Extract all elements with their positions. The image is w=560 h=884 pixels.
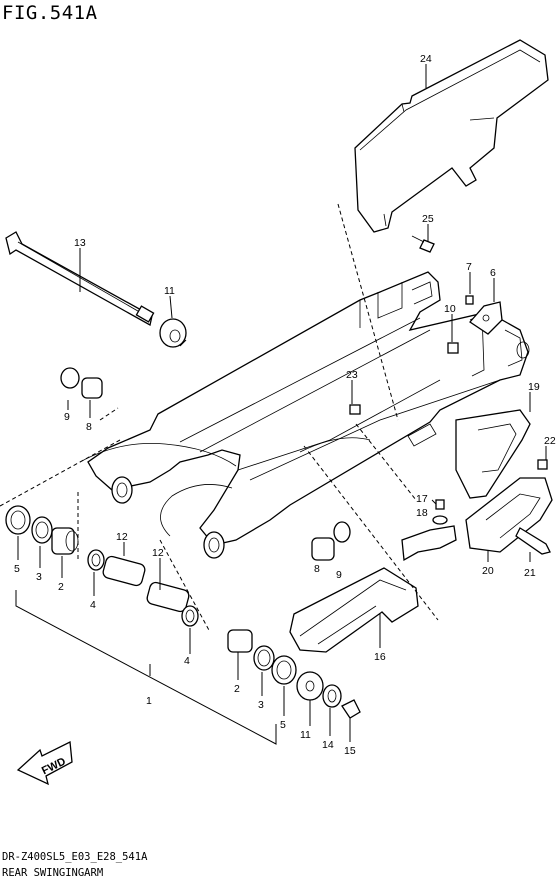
- callout-16: 16: [374, 651, 386, 663]
- figure-title: FIG.541A: [2, 2, 98, 24]
- washer-part-4-left[interactable]: [87, 549, 105, 571]
- seal-part-9-lower[interactable]: [333, 521, 351, 543]
- callout-8-upper: 8: [86, 421, 92, 433]
- washer-part-11[interactable]: [159, 318, 187, 348]
- callout-14: 14: [322, 739, 334, 751]
- callout-7: 7: [466, 261, 472, 273]
- callout-3-right: 3: [258, 699, 264, 711]
- leader-lines: [17, 64, 547, 742]
- bearing-part-8-lower[interactable]: [311, 537, 335, 561]
- callout-10: 10: [444, 303, 456, 315]
- bearing-part-8-upper[interactable]: [81, 377, 103, 399]
- callout-12-right: 12: [152, 547, 164, 559]
- chain-guard-part-24[interactable]: [354, 39, 549, 233]
- washer-part-3-left[interactable]: [31, 516, 53, 544]
- callout-11: 11: [164, 285, 175, 297]
- bolt-part-10[interactable]: [447, 342, 459, 354]
- bearing-part-2-left[interactable]: [51, 527, 79, 555]
- callout-6: 6: [490, 267, 496, 279]
- bearing-part-2-right[interactable]: [227, 629, 253, 653]
- callout-15: 15: [344, 745, 356, 757]
- callout-9-upper: 9: [64, 411, 70, 423]
- bolt-part-25[interactable]: [411, 235, 435, 253]
- callout-3-left: 3: [36, 571, 42, 583]
- callout-8-lower: 8: [314, 563, 320, 575]
- callout-18: 18: [416, 507, 428, 519]
- callout-17: 17: [416, 493, 428, 505]
- bolt-part-17-18[interactable]: [432, 499, 448, 525]
- washer-part-3-right[interactable]: [253, 645, 275, 671]
- seal-part-5-left[interactable]: [5, 505, 31, 535]
- assembly-bracket-part-1: [15, 590, 277, 745]
- callout-20: 20: [482, 565, 494, 577]
- callout-24: 24: [420, 53, 432, 65]
- callout-2-left: 2: [58, 581, 64, 593]
- spacer-part-12-left[interactable]: [102, 555, 146, 587]
- callout-4-right: 4: [184, 655, 190, 667]
- washer-part-14[interactable]: [322, 684, 342, 708]
- callout-4-left: 4: [90, 599, 96, 611]
- washer-part-11-right[interactable]: [296, 671, 324, 701]
- bolt-part-21[interactable]: [515, 527, 551, 555]
- callout-12-left: 12: [116, 531, 128, 543]
- washer-part-4-right[interactable]: [181, 605, 199, 627]
- callout-21: 21: [524, 567, 536, 579]
- nut-part-23[interactable]: [349, 404, 361, 415]
- seal-part-5-right[interactable]: [271, 655, 297, 685]
- callout-11-right: 11: [300, 729, 311, 741]
- callout-23: 23: [346, 369, 358, 381]
- model-code: DR-Z400SL5_E03_E28_541A: [2, 851, 148, 863]
- callout-9-lower: 9: [336, 569, 342, 581]
- swingarm-body[interactable]: [79, 271, 530, 559]
- spacer-part-12-right[interactable]: [146, 581, 190, 613]
- bolt-part-22[interactable]: [537, 459, 548, 470]
- callout-13: 13: [74, 237, 86, 249]
- figure-caption: REAR SWINGINGARM: [2, 867, 104, 879]
- callout-25: 25: [422, 213, 434, 225]
- callout-22: 22: [544, 435, 556, 447]
- guide-plate-part-20[interactable]: [465, 477, 553, 553]
- bracket-part-6[interactable]: [469, 301, 503, 335]
- bolt-part-7[interactable]: [465, 295, 474, 305]
- assembly-lines: [0, 203, 439, 633]
- callout-5-right: 5: [280, 719, 286, 731]
- callout-5-left: 5: [14, 563, 20, 575]
- callout-2-right: 2: [234, 683, 240, 695]
- nut-part-15[interactable]: [341, 699, 361, 719]
- fwd-arrow-icon: FWD: [16, 740, 73, 786]
- chain-guide-part-19[interactable]: [455, 409, 531, 499]
- chain-slider-part-16[interactable]: [289, 525, 457, 653]
- pivot-shaft-part-13[interactable]: [5, 231, 155, 326]
- callout-1: 1: [146, 695, 152, 707]
- callout-19: 19: [528, 381, 540, 393]
- seal-part-9-upper[interactable]: [60, 367, 80, 389]
